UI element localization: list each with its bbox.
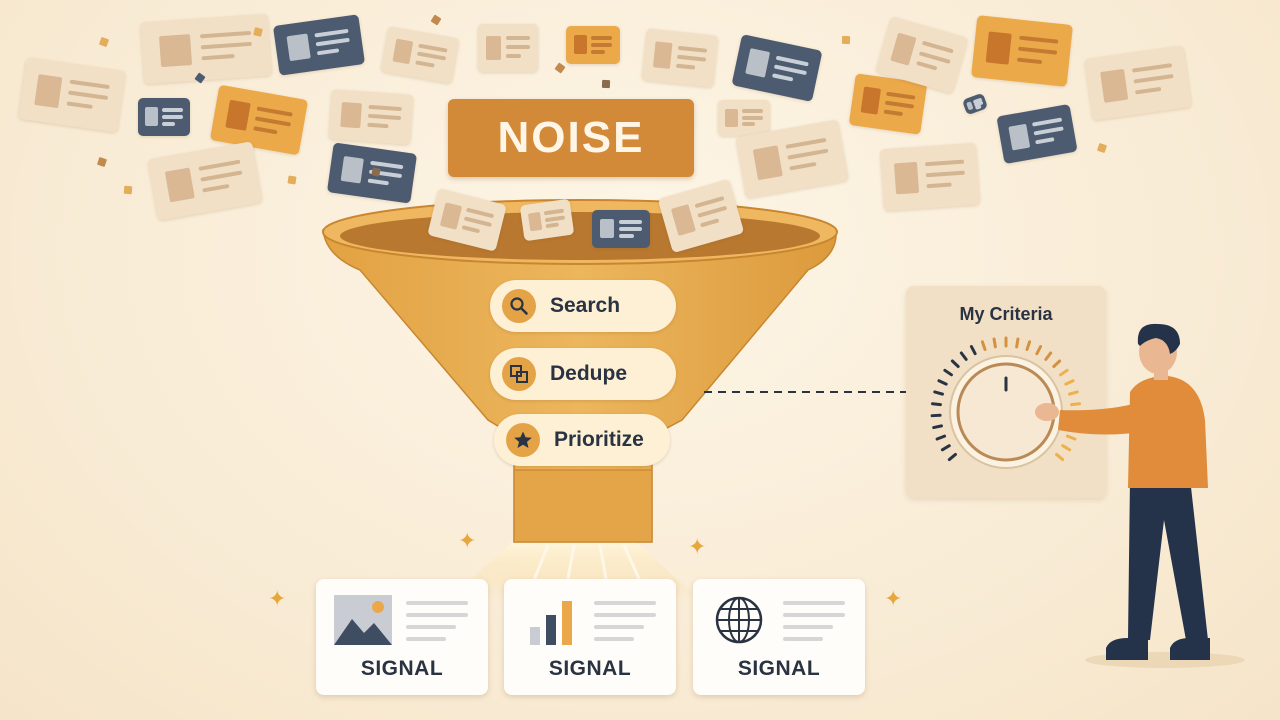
step-label: Dedupe (550, 362, 628, 385)
dial-tick (992, 337, 997, 349)
step-search: Search (490, 280, 676, 332)
sparkle-icon: ✦ (268, 586, 287, 611)
dial-tick (1055, 452, 1065, 462)
dial-tick (947, 452, 957, 462)
signal-card-chart: SIGNAL (504, 579, 676, 695)
dial-tick (1068, 390, 1079, 396)
noise-card (138, 98, 190, 136)
dial-tick (1059, 368, 1069, 377)
image-icon (334, 595, 392, 645)
noise-card (592, 210, 650, 248)
sparkle-icon: ✦ (884, 586, 903, 611)
dial-tick (937, 379, 948, 386)
step-label: Prioritize (554, 428, 644, 451)
dial-tick (1035, 345, 1043, 356)
signal-card-globe: SIGNAL (693, 579, 865, 695)
dial-tick (959, 351, 968, 361)
dial-tick (1025, 340, 1032, 351)
dial-tick (930, 402, 942, 407)
criteria-title: My Criteria (959, 304, 1053, 324)
noise-card (566, 26, 620, 64)
sparkle-icon: ✦ (688, 534, 707, 559)
magnifier-icon (502, 289, 536, 323)
dial-tick (1015, 337, 1020, 349)
dial-tick (933, 390, 944, 396)
dial-tick (1065, 434, 1077, 441)
signal-label: SIGNAL (737, 657, 821, 680)
dial-tick (932, 424, 943, 430)
dial-tick (950, 359, 960, 369)
step-prioritize: Prioritize (494, 414, 670, 466)
sparkle-icon: ✦ (458, 528, 477, 553)
dial-tick (1061, 444, 1072, 452)
dial-tick (1052, 359, 1062, 369)
dial-tick (943, 368, 953, 377)
dial-tick (980, 340, 987, 351)
dial-tick (1044, 351, 1053, 361)
globe-icon (715, 596, 763, 644)
dial-tick (1064, 379, 1075, 386)
dial-tick (935, 434, 947, 441)
signal-label: SIGNAL (360, 657, 444, 680)
signal-card-image: SIGNAL (316, 579, 488, 695)
noise-card (718, 100, 770, 136)
signal-label: SIGNAL (548, 657, 632, 680)
criteria-panel: My Criteria (906, 286, 1106, 498)
noise-card (478, 24, 538, 72)
dial-tick (969, 345, 977, 356)
dial-tick (1070, 402, 1082, 407)
step-label: Search (550, 294, 621, 317)
star-icon (506, 423, 540, 457)
overlapping-squares-icon (502, 357, 536, 391)
bar-chart-icon (530, 601, 572, 645)
dial-tick (940, 444, 951, 452)
step-dedupe: Dedupe (490, 348, 676, 400)
noise-label: NOISE (448, 99, 694, 177)
